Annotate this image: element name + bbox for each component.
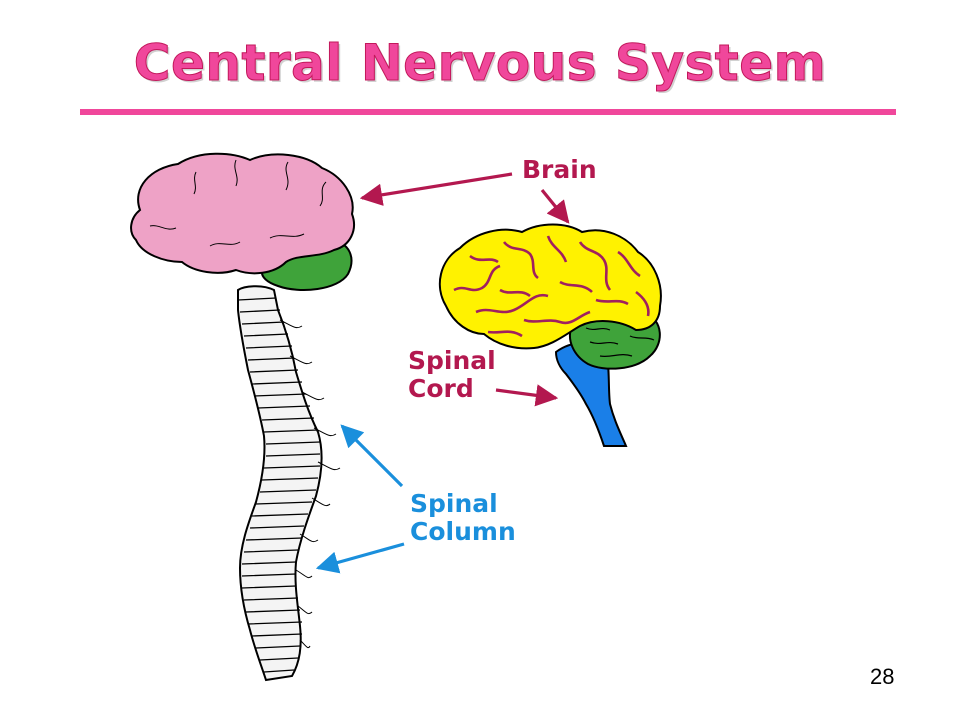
arrow-spinal-column-lower	[315, 542, 405, 574]
page-number: 28	[870, 664, 895, 689]
spine-processes	[279, 319, 341, 649]
slide-title: Central Nervous System	[133, 34, 827, 93]
arrow-brain-to-left-cerebrum	[359, 172, 513, 206]
arrow-spinal-cord	[495, 384, 559, 407]
spinal-column-bones	[237, 285, 341, 682]
label-spinal-cord-line2: Cord	[408, 374, 474, 403]
right-cerebellum-texture	[585, 317, 655, 358]
left-brain-figure	[130, 152, 355, 682]
arrow-brain-to-right-cerebrum	[540, 188, 570, 224]
right-cerebrum	[438, 223, 662, 350]
right-cerebrum-folds	[453, 235, 650, 338]
label-spinal-cord-line1: Spinal	[408, 346, 496, 375]
spine-segments	[237, 297, 321, 673]
right-brain-figure	[438, 223, 662, 447]
spine-outline	[237, 285, 323, 682]
title-underline	[80, 109, 896, 115]
label-brain: Brain	[522, 155, 597, 184]
arrow-spinal-column-upper	[340, 424, 404, 488]
label-spinal-column-line2: Column	[410, 517, 516, 546]
left-cerebrum-folds	[149, 159, 327, 247]
left-cerebrum	[130, 152, 355, 275]
label-spinal-column-line1: Spinal	[410, 489, 498, 518]
